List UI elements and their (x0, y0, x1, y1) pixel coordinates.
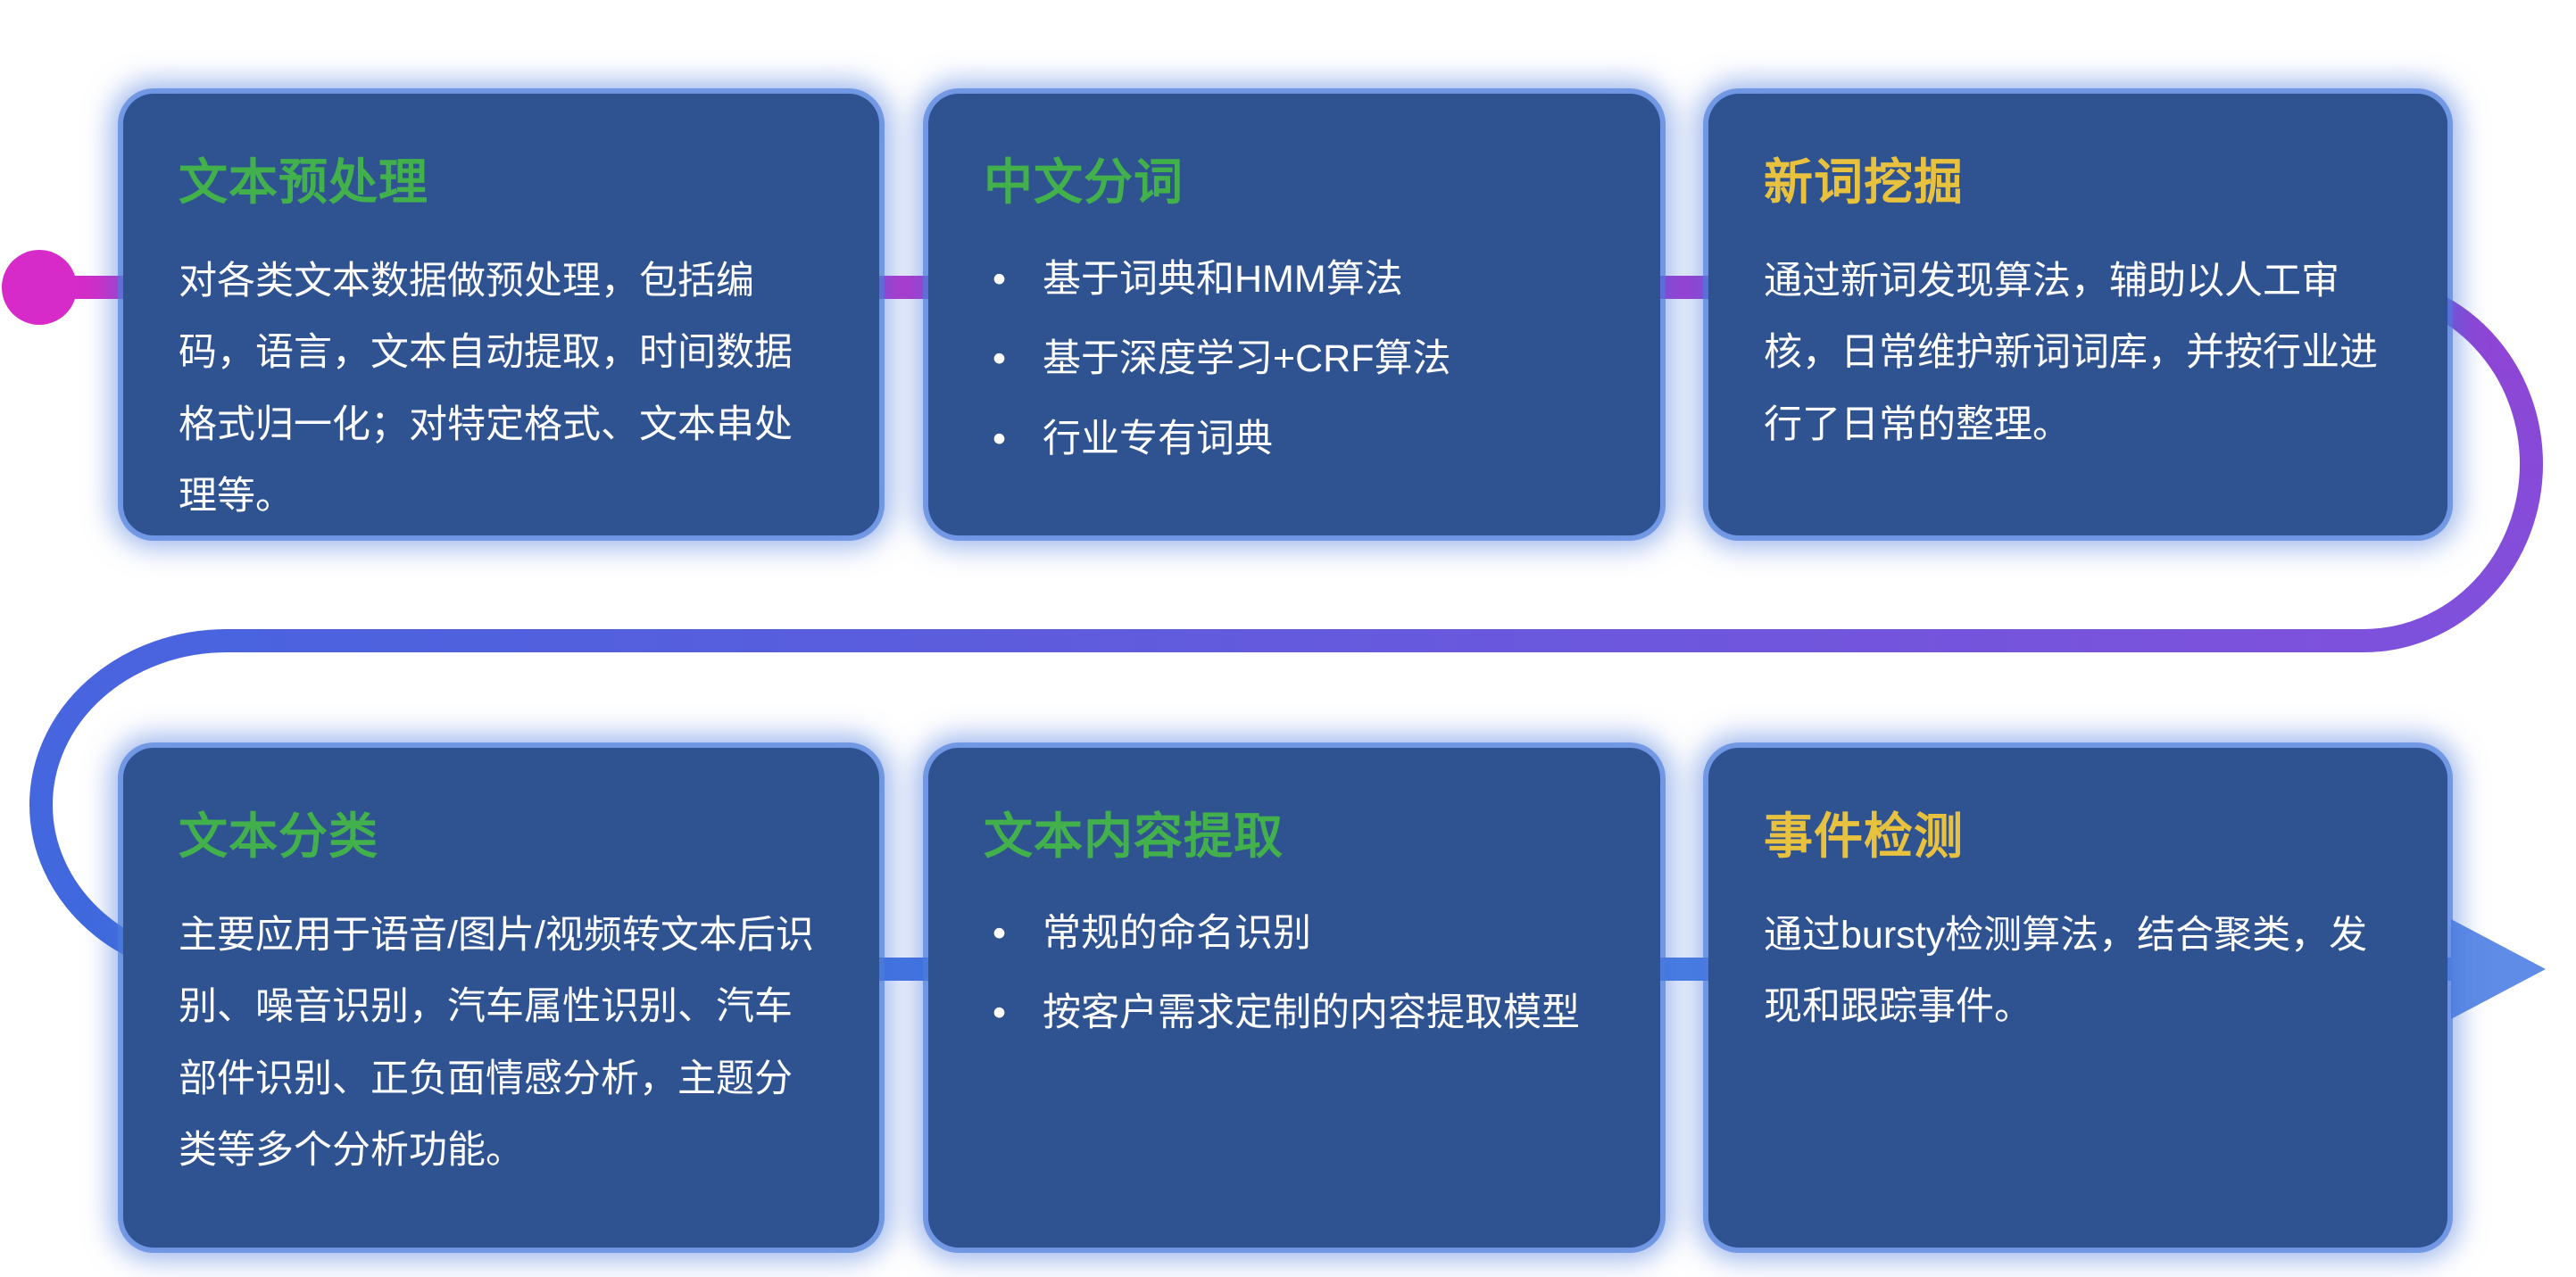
card-body: 通过新词发现算法，辅助以人工审核，日常维护新词词库，并按行业进行了日常的整理。 (1764, 260, 2378, 446)
card-text-classification: 文本分类 主要应用于语音/图片/视频转文本后识别、噪音识别，汽车属性识别、汽车部… (123, 748, 879, 1248)
card-event-detection: 事件检测 通过bursty检测算法，结合聚类，发现和跟踪事件。 (1708, 748, 2447, 1248)
card-word-segmentation: 中文分词 基于词典和HMM算法 基于深度学习+CRF算法 行业专有词典 (928, 94, 1660, 535)
bullet-item: 基于词典和HMM算法 (984, 245, 1605, 315)
bullet-item: 按客户需求定制的内容提取模型 (984, 979, 1605, 1049)
card-body: 通过bursty检测算法，结合聚类，发现和跟踪事件。 (1764, 914, 2368, 1029)
flow-start-dot (2, 250, 77, 325)
card-title: 文本预处理 (179, 154, 429, 210)
card-title: 事件检测 (1764, 808, 1965, 864)
bullet-list: 基于词典和HMM算法 基于深度学习+CRF算法 行业专有词典 (984, 245, 1605, 475)
card-content-extraction: 文本内容提取 常规的命名识别 按客户需求定制的内容提取模型 (928, 748, 1660, 1248)
card-title: 文本内容提取 (984, 808, 1284, 864)
card-title: 中文分词 (984, 154, 1184, 210)
card-new-word-mining: 新词挖掘 通过新词发现算法，辅助以人工审核，日常维护新词词库，并按行业进行了日常… (1708, 94, 2447, 535)
bullet-item: 基于深度学习+CRF算法 (984, 325, 1605, 394)
bullet-item: 行业专有词典 (984, 405, 1605, 475)
card-title: 新词挖掘 (1764, 154, 1965, 210)
flow-end-arrow-icon (2451, 919, 2546, 1019)
card-body: 对各类文本数据做预处理，包括编码，语言，文本自动提取，时间数据格式归一化；对特定… (179, 260, 793, 518)
bullet-item: 常规的命名识别 (984, 900, 1605, 969)
card-title: 文本分类 (179, 808, 379, 864)
card-text-preprocessing: 文本预处理 对各类文本数据做预处理，包括编码，语言，文本自动提取，时间数据格式归… (123, 94, 879, 535)
bullet-list: 常规的命名识别 按客户需求定制的内容提取模型 (984, 900, 1605, 1049)
card-body: 主要应用于语音/图片/视频转文本后识别、噪音识别，汽车属性识别、汽车部件识别、正… (179, 914, 814, 1173)
